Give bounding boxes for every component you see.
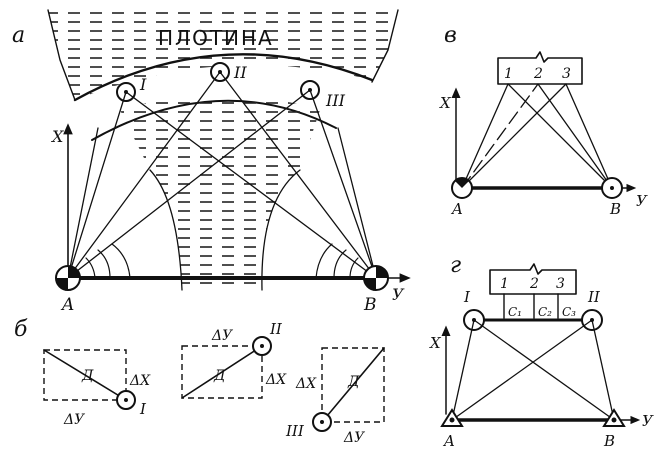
point-a-v-label: A (450, 200, 463, 218)
axis-x-label: X (50, 127, 64, 146)
sight-lines (67, 71, 377, 279)
point-a: A (55, 265, 81, 315)
box1-dy: ΔУ (63, 412, 85, 428)
axis-y-label: У (392, 285, 405, 304)
panel-v: в 1 2 3 Х У A B (439, 23, 648, 218)
axis-x-g-label: Х (429, 334, 442, 352)
target-board-v (497, 51, 583, 85)
target-v-1: 1 (504, 66, 513, 82)
box2-dy: ΔУ (211, 328, 233, 344)
box3-dx: ΔХ (295, 376, 317, 392)
panel-v-letter: в (444, 23, 457, 48)
target-v-2: 2 (533, 66, 543, 82)
offset-c1: С₁ (508, 305, 522, 319)
box2-station: II (269, 320, 283, 338)
station-iii-label: III (325, 91, 346, 110)
box3-dy: ΔУ (343, 430, 365, 446)
point-b-label: B (363, 295, 377, 315)
dam-label: ПЛОТИНА (158, 26, 274, 50)
point-a-g-label: A (442, 432, 455, 450)
axis-y-v-label: У (636, 192, 648, 210)
point-b-v: B (601, 177, 623, 218)
offset-box-2: Д ΔХ ΔУ II (181, 320, 287, 399)
target-g-3: 3 (556, 276, 565, 292)
box1-d: Д (81, 368, 94, 384)
box1-station: I (139, 400, 147, 418)
panel-a: а ПЛОТИНА I II III (12, 8, 411, 315)
axis-y-g-label: У (642, 412, 654, 430)
offset-box-3: Д ΔХ ΔУ III (285, 347, 385, 446)
offset-lines-g (503, 293, 559, 319)
point-a-g: A (440, 408, 464, 450)
target-g-2: 2 (529, 276, 539, 292)
station-iii: III (300, 80, 346, 110)
box2-dx: ΔХ (265, 372, 287, 388)
box1-dx: ΔХ (129, 373, 151, 389)
station-i-label: I (139, 75, 147, 94)
station-g-ii-label: II (587, 288, 601, 306)
panel-b-letter: б (14, 317, 28, 342)
angle-arcs (85, 243, 359, 279)
target-v-3: 3 (562, 66, 571, 82)
point-b: B (363, 265, 389, 315)
target-g-1: 1 (500, 276, 509, 292)
station-ii-label: II (233, 63, 247, 82)
panel-a-letter: а (12, 23, 25, 48)
offset-box-1: Д ΔХ ΔУ I (43, 349, 151, 428)
offset-c2: С₂ (538, 305, 552, 319)
box3-station: III (285, 422, 305, 440)
station-g-i-label: I (463, 288, 471, 306)
dam-upper-arc (73, 53, 374, 102)
sight-lines-v (461, 83, 613, 189)
point-b-g: B (602, 408, 626, 450)
offset-c3: С₃ (562, 305, 576, 319)
downstream-channel (120, 95, 320, 290)
axis-x-v-label: Х (439, 94, 452, 112)
sight-lines-g (451, 319, 615, 421)
point-a-v: A (450, 177, 473, 218)
station-ii: II (210, 62, 247, 82)
panel-g: г 1 2 3 С₁ С₂ С₃ I II (429, 253, 654, 450)
box2-d: Д (213, 368, 226, 384)
point-a-label: A (60, 295, 74, 315)
station-g-ii: II (581, 288, 603, 331)
target-board-g (489, 263, 577, 295)
point-b-g-label: B (603, 432, 615, 450)
panel-b: б Д ΔХ ΔУ I Д ΔХ ΔУ II (14, 317, 385, 446)
panel-g-letter: г (450, 253, 461, 278)
point-b-v-label: B (609, 200, 621, 218)
box3-d: Д (347, 374, 360, 390)
